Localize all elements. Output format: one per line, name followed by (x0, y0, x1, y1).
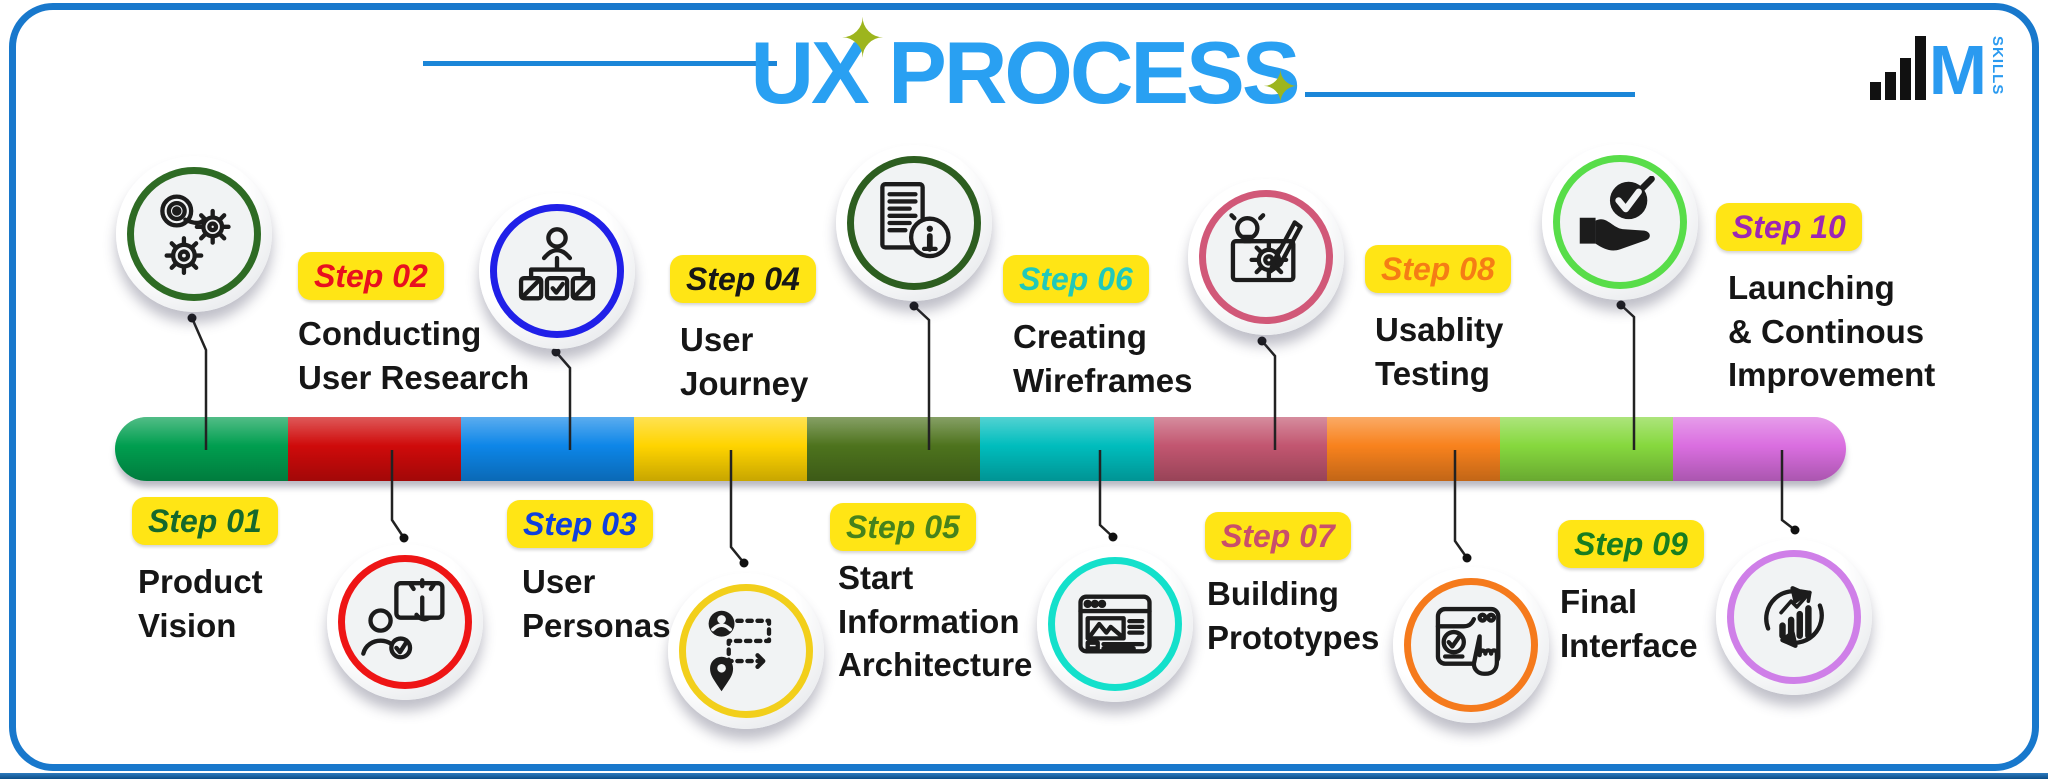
step-05-icon-circle (836, 145, 992, 301)
step-06-badge: Step 06 (1003, 255, 1149, 303)
step-03-icon-circle (479, 193, 635, 349)
timeline-segment-08 (1326, 417, 1500, 481)
timeline-segment-06 (980, 417, 1154, 481)
page-title: UX PROCESS (750, 23, 1300, 122)
step-08-icon-circle (1393, 567, 1549, 723)
user-research-icon (361, 578, 445, 660)
final-interface-icon (1579, 176, 1655, 251)
timeline-segment-04 (634, 417, 808, 481)
mskills-logo: M SKILLS (1869, 30, 2006, 109)
step-09-ring (1553, 155, 1687, 289)
information-architecture-icon (880, 182, 951, 259)
step-08-badge: Step 08 (1365, 245, 1511, 293)
step-02-icon-circle (327, 544, 483, 700)
step-07-ring (1199, 190, 1333, 324)
user-journey-icon (708, 610, 772, 692)
step-10-icon-circle (1716, 539, 1872, 695)
sparkle-icon: ✦ (840, 9, 886, 69)
step-07-badge: Step 07 (1205, 512, 1351, 560)
usability-testing-icon (1435, 606, 1501, 676)
step-01-ring (127, 167, 261, 301)
bar-chart-icon (1869, 36, 1926, 100)
logo-m-letter: M (1928, 30, 1987, 109)
timeline-segment-03 (461, 417, 635, 481)
step-04-badge: Step 04 (670, 255, 816, 303)
product-vision-icon (160, 194, 231, 275)
step-10-badge: Step 10 (1716, 203, 1862, 251)
step-01-badge: Step 01 (132, 497, 278, 545)
step-02-badge: Step 02 (298, 252, 444, 300)
step-10-ring (1727, 550, 1861, 684)
wireframes-icon (1078, 594, 1152, 654)
process-timeline (115, 417, 1846, 481)
page-border (9, 3, 2039, 771)
title-right-line (1305, 92, 1635, 97)
step-09-badge: Step 09 (1558, 520, 1704, 568)
timeline-segment-09 (1499, 417, 1673, 481)
timeline-segment-01 (115, 417, 289, 481)
sparkle-icon: ✦ (1262, 63, 1299, 112)
bottom-accent-strip (0, 773, 2048, 779)
step-07-icon-circle (1188, 179, 1344, 335)
step-05-ring (847, 156, 981, 290)
improvement-cycle-icon (1764, 586, 1824, 648)
step-04-ring (679, 584, 813, 718)
step-01-icon-circle (116, 156, 272, 312)
step-03-badge: Step 03 (507, 500, 653, 548)
step-05-badge: Step 05 (830, 503, 976, 551)
timeline-segment-10 (1672, 417, 1846, 481)
timeline-segment-05 (807, 417, 981, 481)
title-left-line (423, 61, 777, 66)
prototypes-icon (1229, 213, 1303, 283)
timeline-segment-02 (288, 417, 462, 481)
logo-skills-text: SKILLS (1989, 36, 2006, 96)
step-04-icon-circle (668, 573, 824, 729)
step-02-ring (338, 555, 472, 689)
step-06-ring (1048, 557, 1182, 691)
timeline-segment-07 (1153, 417, 1327, 481)
step-03-ring (490, 204, 624, 338)
step-09-icon-circle (1542, 144, 1698, 300)
step-06-icon-circle (1037, 546, 1193, 702)
user-personas-icon (518, 227, 596, 301)
step-08-ring (1404, 578, 1538, 712)
